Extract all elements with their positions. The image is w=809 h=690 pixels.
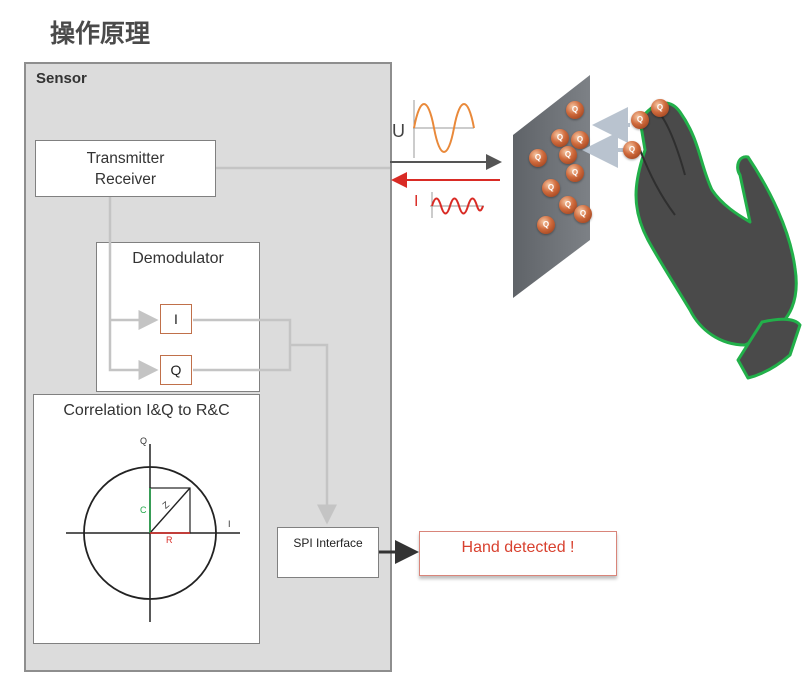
spi-interface-box [277,527,379,578]
hand-detected-label: Hand detected ! [461,539,575,556]
sensor-label: Sensor [36,70,87,87]
correlation-box [33,394,260,644]
i-axis-label: I [228,519,231,529]
charge-ball: Q [566,101,584,119]
charge-ball: Q [571,131,589,149]
charge-ball: Q [574,205,592,223]
correlation-plot [66,444,240,622]
charge-ball: Q [559,196,577,214]
i-signal-label: I [414,193,419,210]
i-channel-box: I [160,304,192,334]
u-signal-label: U [392,121,405,141]
page-title: 操作原理 [50,19,151,48]
transmitter-receiver-label: Transmitter Receiver [35,148,216,190]
charge-ball: Q [566,164,584,182]
charge-ball: Q [631,111,649,129]
r-label: R [166,535,173,545]
u-waveform [413,100,475,158]
charge-ball: Q [559,146,577,164]
c-label: C [140,505,147,515]
spi-interface-label: SPI Interface [293,536,363,550]
receiver-text: Receiver [94,171,157,188]
charge-ball: Q [623,141,641,159]
internal-connectors [108,166,390,525]
transmitter-receiver-box [35,140,216,197]
demodulator-label: Demodulator [132,250,224,267]
charge-ball: Q [537,216,555,234]
hand-illustration [634,101,802,380]
charge-ball: Q [551,129,569,147]
charge-ball: Q [529,149,547,167]
transmitter-text: Transmitter [86,150,165,167]
q-channel-box: Q [160,355,192,385]
charge-ball: Q [651,99,669,117]
hand-detected-box [419,531,617,576]
q-axis-label: Q [140,436,148,446]
correlation-label: Correlation I&Q to R&C [63,402,230,419]
charge-ball: Q [542,179,560,197]
i-waveform [430,192,484,218]
